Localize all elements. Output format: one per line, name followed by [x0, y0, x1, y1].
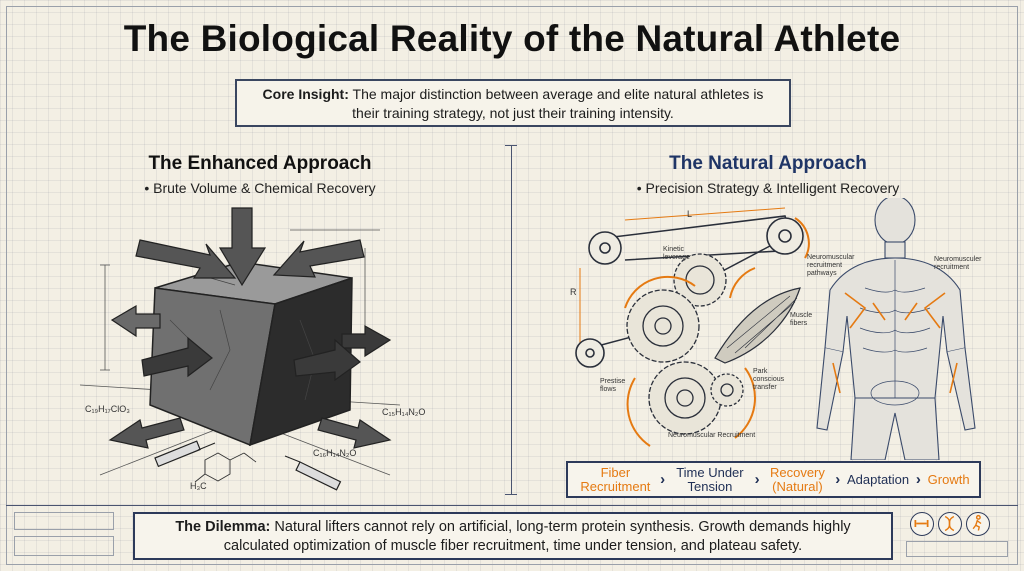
center-divider: [511, 145, 512, 495]
label-recruitment-pathways: Neuromuscular recruitment pathways: [807, 254, 855, 277]
flow-arrow-icon: ›: [835, 471, 841, 488]
natural-heading: The Natural Approach: [669, 153, 867, 174]
flow-arrow-icon: ›: [915, 471, 921, 488]
natural-subtitle: • Precision Strategy & Intelligent Recov…: [636, 180, 900, 196]
divider-tick-top: [505, 145, 517, 146]
core-insight-box: Core Insight: The major distinction betw…: [235, 79, 791, 127]
dna-icon: [938, 512, 962, 536]
bottom-separator: [6, 505, 1018, 506]
flow-step-recovery: Recovery (Natural): [769, 464, 825, 494]
label-park-transfer: Park conscious transfer: [753, 368, 785, 391]
enhanced-heading: The Enhanced Approach: [148, 153, 372, 174]
label-neuro-bottom: Neuromuscular Recruitment: [668, 432, 756, 439]
dim-label-l: L: [687, 209, 693, 219]
running-figure-icon: [966, 512, 990, 536]
divider-tick-bottom: [505, 494, 517, 495]
natural-illustration: [575, 198, 976, 460]
label-muscle-fibers: Muscle fibers: [790, 312, 813, 327]
core-insight-label: Core Insight:: [262, 86, 349, 102]
formula-3: C₁₆H₁₄N₂O: [313, 448, 357, 458]
formula-2: C₁₅H₁₄N₂O: [382, 407, 426, 417]
page-title: The Biological Reality of the Natural At…: [123, 18, 901, 59]
outer-frame: [6, 6, 1018, 565]
placeholder-box-bottom: [14, 536, 114, 556]
label-neuro-right: Neuromusculer recruitment: [934, 256, 982, 271]
placeholder-box-top: [14, 512, 114, 530]
flow-arrow-icon: ›: [754, 471, 760, 488]
core-insight-text: The major distinction between average an…: [348, 86, 764, 121]
dilemma-box: The Dilemma: Natural lifters cannot rely…: [133, 512, 893, 560]
dilemma-text: Natural lifters cannot rely on artificia…: [223, 519, 851, 554]
placeholder-box-right: [906, 541, 1008, 557]
dim-label-r: R: [570, 287, 577, 297]
label-precise-flows: Prestise flows: [600, 378, 626, 393]
flow-step-adaptation: Adaptation: [846, 471, 910, 487]
flow-step-time-under-tension: Time Under Tension: [676, 464, 744, 494]
formula-4: H₃C: [190, 481, 207, 491]
formula-1: C₁₉H₁₇ClO₃: [85, 404, 130, 414]
flow-step-fiber-recruitment: Fiber Recruitment: [580, 464, 651, 494]
enhanced-illustration: [79, 207, 401, 491]
dilemma-label: The Dilemma:: [175, 519, 271, 535]
enhanced-subtitle: • Brute Volume & Chemical Recovery: [144, 180, 376, 196]
label-kinetic-leverage: Kinetic leverage: [663, 246, 690, 261]
dumbbell-icon: [910, 512, 934, 536]
growth-flow-bar: Fiber Recruitment › Time Under Tension ›…: [566, 461, 981, 498]
flow-step-growth: Growth: [927, 471, 970, 487]
flow-arrow-icon: ›: [660, 471, 666, 488]
